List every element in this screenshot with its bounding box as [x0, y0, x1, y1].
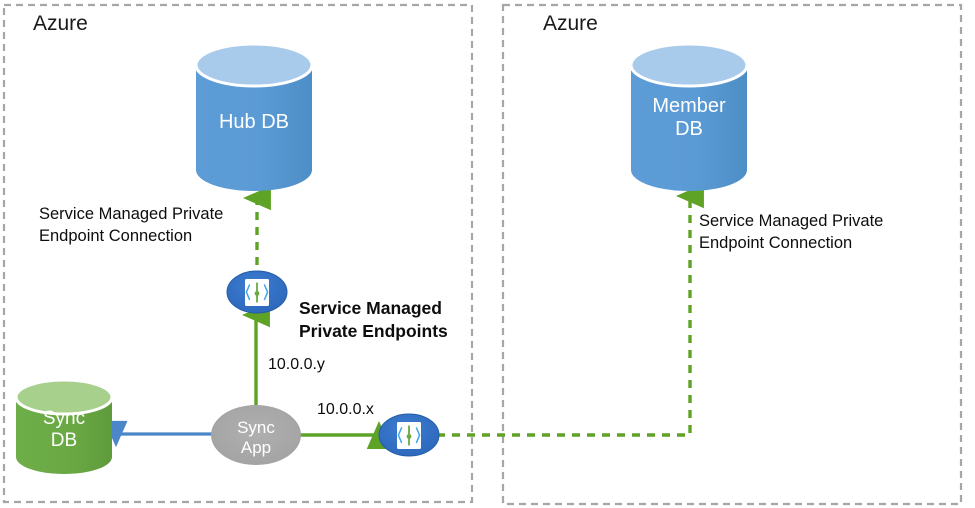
node-hub-db[interactable] — [194, 42, 314, 191]
annotation-endpoints-title: Service Managed Private Endpoints — [299, 298, 448, 342]
node-private-endpoint-hub[interactable] — [226, 270, 288, 314]
boundary-label-right-azure: Azure — [543, 12, 598, 35]
node-sync-app[interactable] — [211, 405, 301, 465]
node-sync-db[interactable] — [14, 378, 114, 474]
annotation-member-connection: Service Managed Private Endpoint Connect… — [699, 212, 884, 253]
boundary-right-azure — [501, 3, 963, 506]
node-private-endpoint-member[interactable] — [378, 413, 440, 457]
boundary-left-azure — [2, 3, 474, 504]
edge-endpoint-member-to-member-db — [437, 183, 704, 437]
private-endpoint-icon — [397, 422, 421, 449]
label-ip-hub: 10.0.0.y — [268, 356, 325, 373]
private-endpoint-icon — [245, 279, 269, 306]
boundary-label-left-azure: Azure — [33, 12, 88, 35]
label-ip-member: 10.0.0.x — [317, 401, 374, 418]
node-member-db[interactable] — [629, 42, 749, 191]
annotation-hub-connection: Service Managed Private Endpoint Connect… — [39, 205, 224, 246]
